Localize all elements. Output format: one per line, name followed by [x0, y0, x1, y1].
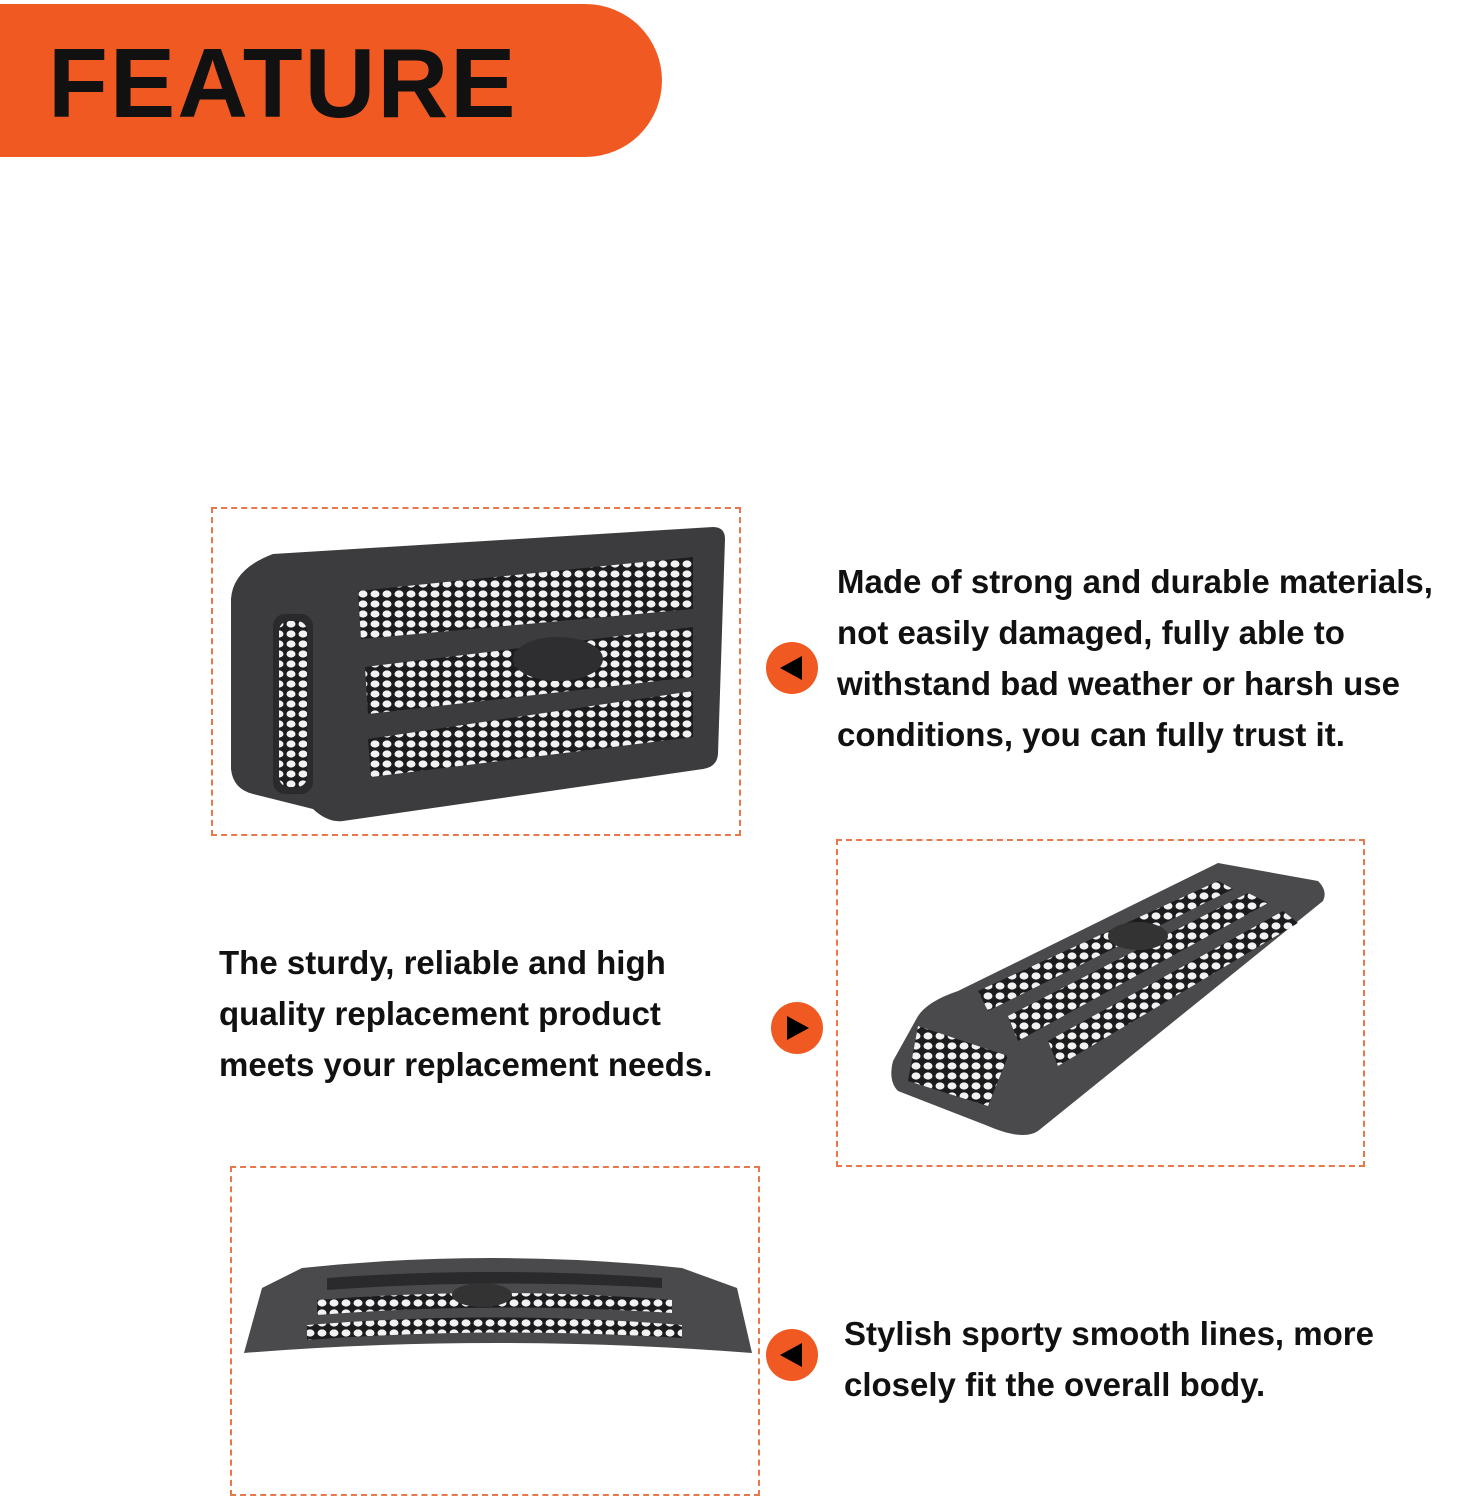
text-line: The sturdy, reliable and high — [219, 944, 666, 981]
product-image-front-angle — [211, 507, 741, 836]
left-arrow-icon — [766, 1329, 818, 1381]
text-line: quality replacement product — [219, 995, 661, 1032]
text-line: closely fit the overall body. — [844, 1366, 1266, 1403]
right-arrow-icon — [771, 1002, 823, 1054]
feature-text-reliable: The sturdy, reliable and high quality re… — [219, 937, 712, 1090]
text-line: not easily damaged, fully able to — [837, 614, 1345, 651]
text-line: Made of strong and durable materials, — [837, 563, 1433, 600]
product-image-side-angle — [836, 839, 1365, 1167]
text-line: withstand bad weather or harsh use — [837, 665, 1400, 702]
text-line: meets your replacement needs. — [219, 1046, 713, 1083]
feature-text-durable: Made of strong and durable materials, no… — [837, 556, 1433, 760]
grille-image — [244, 1258, 752, 1353]
grille-image — [891, 863, 1325, 1135]
grille-image — [231, 527, 725, 822]
text-line: conditions, you can fully trust it. — [837, 716, 1345, 753]
left-arrow-icon — [766, 642, 818, 694]
feature-banner: FEATURE — [0, 4, 662, 157]
feature-text-stylish: Stylish sporty smooth lines, more closel… — [844, 1308, 1374, 1410]
banner-title: FEATURE — [48, 28, 518, 138]
text-line: Stylish sporty smooth lines, more — [844, 1315, 1374, 1352]
product-image-top-angle — [230, 1166, 760, 1496]
